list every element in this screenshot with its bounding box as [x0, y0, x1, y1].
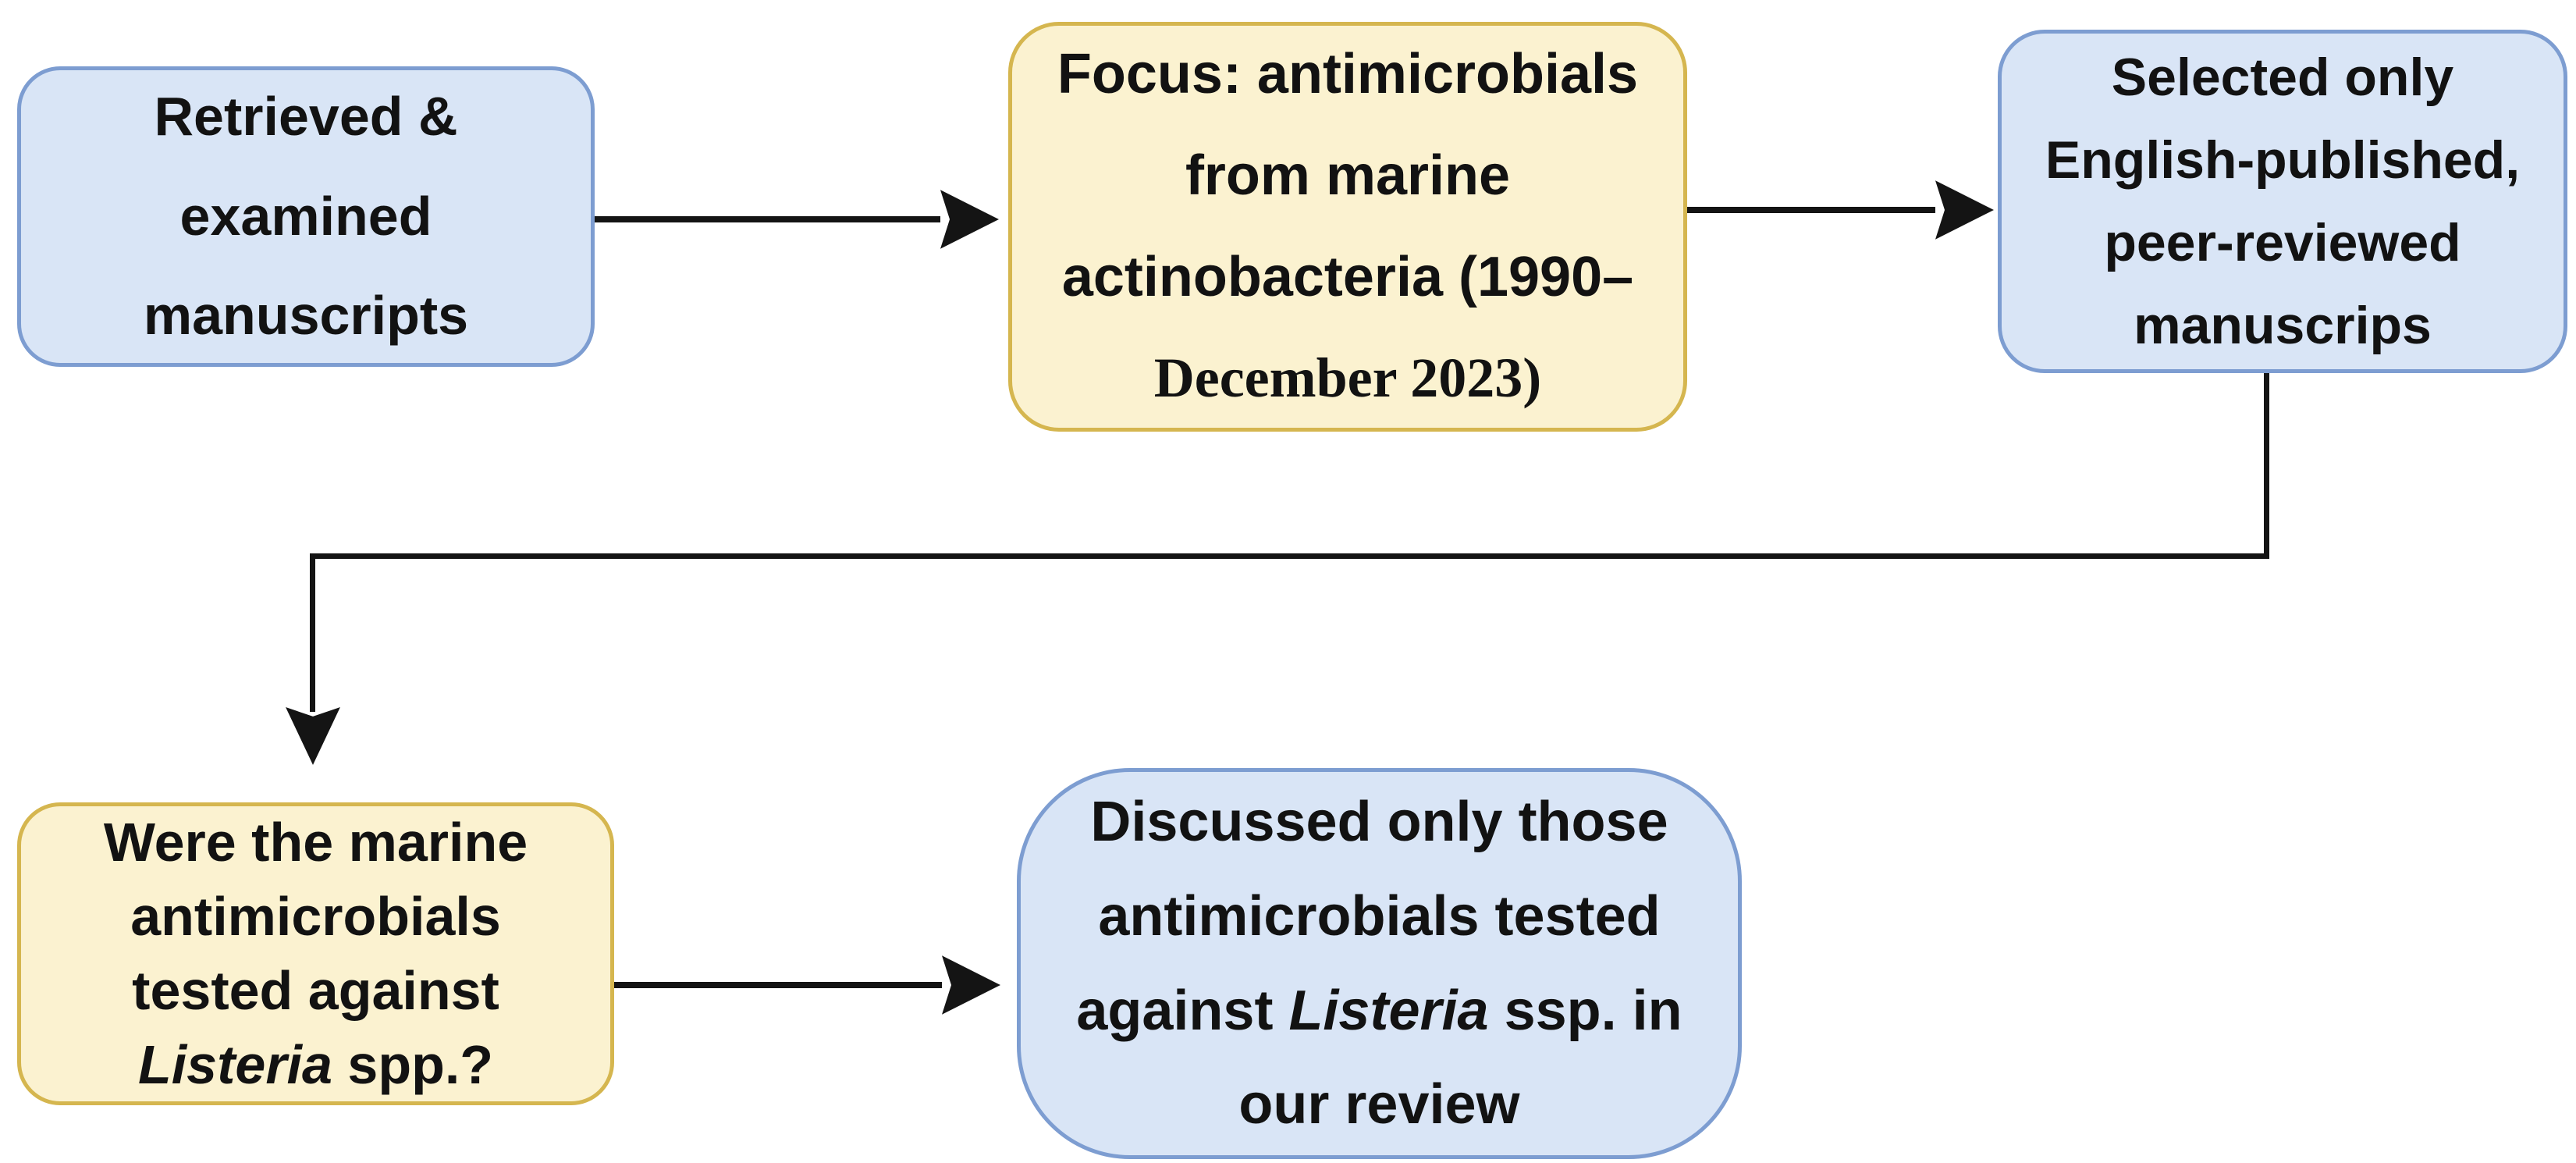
node-text: Focus: antimicrobials from marine actino…	[1012, 24, 1683, 429]
arrow-retrieved-to-focus-line	[595, 216, 940, 222]
node-text-segment: against	[1076, 979, 1289, 1042]
node-text-segment: ssp. in	[1488, 979, 1682, 1042]
elbow-connector-horizontal	[310, 553, 2269, 559]
node-text-line: tested against	[132, 960, 499, 1021]
listeria-italic-text: Listeria	[1288, 979, 1489, 1042]
node-listeria-question: Were the marine antimicrobials tested ag…	[17, 802, 614, 1105]
node-text-segment: spp.?	[332, 1034, 494, 1096]
node-text-line: against Listeria ssp. in	[1021, 964, 1738, 1058]
node-text-line: from marine	[1185, 144, 1511, 207]
elbow-connector-vertical-to-question	[310, 559, 315, 712]
node-text-line: Retrieved &	[154, 86, 458, 148]
node-text-line: Discussed only those	[1090, 790, 1668, 853]
node-discussed-review: Discussed only those antimicrobials test…	[1017, 768, 1742, 1159]
node-text-line: manuscrips	[2134, 296, 2432, 356]
node-retrieved-manuscripts: Retrieved & examined manuscripts	[17, 66, 595, 367]
node-text-line: Were the marine	[103, 811, 528, 873]
node-text-line: antimicrobials	[130, 885, 501, 947]
node-text-line: examined	[179, 185, 432, 247]
listeria-italic-text: Listeria	[137, 1034, 332, 1096]
arrow-right-head-icon	[940, 190, 999, 249]
arrow-right-head-icon	[1935, 180, 1994, 240]
node-text-line: Listeria spp.?	[21, 1028, 610, 1102]
node-text: Selected only English-published, peer-re…	[2002, 36, 2564, 367]
node-selected-english: Selected only English-published, peer-re…	[1998, 30, 2567, 373]
node-text-line: Focus: antimicrobials	[1057, 43, 1639, 106]
node-focus-antimicrobials: Focus: antimicrobials from marine actino…	[1008, 22, 1687, 432]
node-text-line-serif: December 2023)	[1153, 347, 1542, 410]
elbow-connector-vertical-from-selected	[2264, 373, 2269, 559]
node-text: Were the marine antimicrobials tested ag…	[21, 806, 610, 1103]
node-text-line: actinobacteria (1990–	[1061, 245, 1634, 308]
node-text-line: antimicrobials tested	[1098, 884, 1661, 948]
node-text: Retrieved & examined manuscripts	[21, 67, 591, 365]
node-text-line: English-published,	[2045, 130, 2521, 190]
node-text-line: peer-reviewed	[2104, 213, 2461, 272]
node-text-line: Selected only	[2111, 47, 2454, 107]
arrow-down-head-icon	[286, 707, 340, 765]
node-text: Discussed only those antimicrobials test…	[1021, 775, 1738, 1153]
arrow-right-head-icon	[942, 955, 1000, 1015]
node-text-line: manuscripts	[143, 285, 469, 347]
node-text-line: our review	[1238, 1073, 1520, 1136]
arrow-question-to-discussed-line	[614, 982, 942, 988]
arrow-focus-to-selected-line	[1687, 207, 1935, 213]
